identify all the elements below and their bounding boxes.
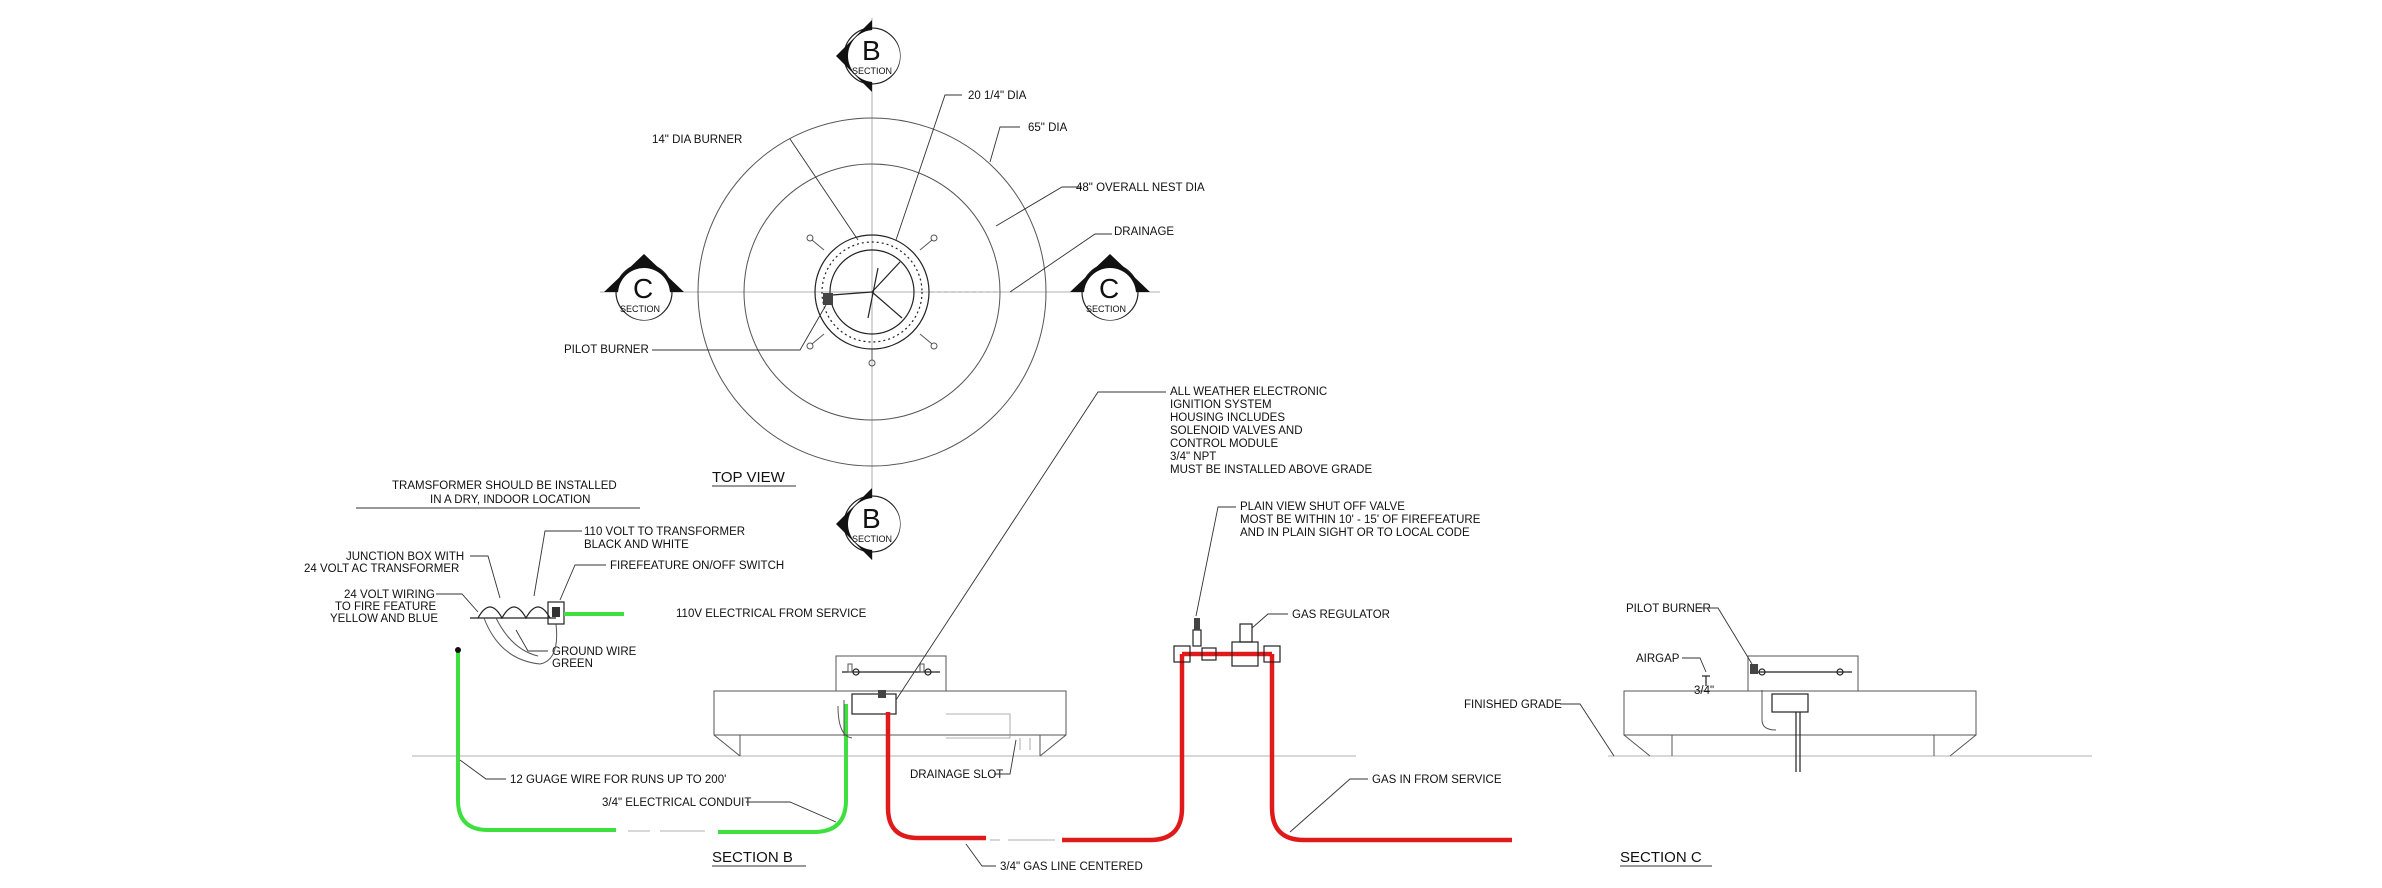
- svg-text:ALL WEATHER ELECTRONIC: ALL WEATHER ELECTRONIC: [1170, 386, 1327, 398]
- svg-text:PLAIN VIEW SHUT OFF VALVE: PLAIN VIEW SHUT OFF VALVE: [1240, 501, 1405, 513]
- section-b-marker-bottom: B SECTION: [836, 488, 901, 560]
- junction-box: [470, 606, 558, 665]
- fire-feature-section-c: [1623, 655, 1977, 772]
- wiring24-line1: 24 VOLT WIRING: [344, 589, 435, 601]
- section-c-title: SECTION C: [1620, 849, 1702, 866]
- airgap-dim: 3/4": [1694, 685, 1714, 697]
- outer-circle: [697, 117, 1047, 467]
- section-b-marker-top: B SECTION: [836, 20, 901, 92]
- pilot-box: [823, 293, 833, 305]
- svg-text:SOLENOID VALVES AND: SOLENOID VALVES AND: [1170, 425, 1303, 437]
- svg-text:SECTION: SECTION: [620, 304, 660, 314]
- svg-text:SECTION: SECTION: [1086, 304, 1126, 314]
- service110-label: 110V ELECTRICAL FROM SERVICE: [676, 608, 867, 620]
- valve-label: PLAIN VIEW SHUT OFF VALVE MOST BE WITHIN…: [1240, 501, 1481, 539]
- regulator-label: GAS REGULATOR: [1292, 609, 1390, 621]
- outer-dia-label: 65" DIA: [1028, 122, 1068, 134]
- burner-pan: [814, 234, 930, 350]
- pan-tabs: [806, 234, 938, 367]
- transformer-note-line1: TRAMSFORMER SHOULD BE INSTALLED: [392, 480, 617, 492]
- electrical-conduit-left: [456, 650, 616, 832]
- top-view-title: TOP VIEW: [712, 469, 786, 486]
- airgap-label: AIRGAP: [1636, 653, 1680, 665]
- drainage-label: DRAINAGE: [1114, 226, 1174, 238]
- svg-text:IGNITION SYSTEM: IGNITION SYSTEM: [1170, 399, 1272, 411]
- section-c-marker-right: C SECTION: [1070, 254, 1150, 321]
- svg-text:C: C: [1099, 273, 1119, 304]
- section-c-marker-left: C SECTION: [604, 254, 684, 321]
- wiring24-line2: TO FIRE FEATURE: [335, 601, 436, 613]
- gas-line-service: [1269, 654, 1512, 843]
- drain-slot-label: DRAINAGE SLOT: [910, 769, 1003, 781]
- wiring24-line3: YELLOW AND BLUE: [330, 613, 438, 625]
- nest-dia-label: 48" OVERALL NEST DIA: [1076, 182, 1205, 194]
- volt110-line2: BLACK AND WHITE: [584, 539, 689, 551]
- shut-off-valve: [1173, 618, 1217, 663]
- section-b-title: SECTION B: [712, 849, 793, 866]
- svg-text:C: C: [633, 273, 653, 304]
- svg-text:CONTROL MODULE: CONTROL MODULE: [1170, 438, 1279, 450]
- switch-label: FIREFEATURE ON/OFF SWITCH: [610, 560, 784, 572]
- top-view: 14" DIA BURNER 20 1/4" DIA 65" DIA 48" O…: [564, 18, 1205, 560]
- svg-text:MOST BE WITHIN 10' - 15' OF FI: MOST BE WITHIN 10' - 15' OF FIREFEATURE: [1240, 514, 1481, 526]
- wire-runs-label: 12 GUAGE WIRE FOR RUNS UP TO 200': [510, 774, 726, 786]
- svg-text:SECTION: SECTION: [852, 534, 892, 544]
- ground-line1: GROUND WIRE: [552, 646, 637, 658]
- gas-line-center: [1062, 654, 1185, 843]
- svg-text:HOUSING INCLUDES: HOUSING INCLUDES: [1170, 412, 1285, 424]
- nest-circle: [743, 163, 1001, 421]
- burner-label: 14" DIA BURNER: [652, 134, 742, 146]
- inner-dia-label: 20 1/4" DIA: [968, 90, 1027, 102]
- grade-label: FINISHED GRADE: [1464, 699, 1562, 711]
- junction-box-line2: 24 VOLT AC TRANSFORMER: [304, 563, 459, 575]
- gas-line-label: 3/4" GAS LINE CENTERED: [1000, 861, 1143, 873]
- pilot-label-top: PILOT BURNER: [564, 344, 649, 356]
- section-b: TRAMSFORMER SHOULD BE INSTALLED IN A DRY…: [304, 386, 1512, 873]
- junction-box-line1: JUNCTION BOX WITH: [346, 551, 464, 563]
- svg-text:MUST BE INSTALLED ABOVE GRADE: MUST BE INSTALLED ABOVE GRADE: [1170, 464, 1372, 476]
- gas-line-ignition: [885, 712, 986, 841]
- ignition-label: ALL WEATHER ELECTRONIC IGNITION SYSTEM H…: [1170, 386, 1372, 476]
- svg-text:B: B: [862, 35, 881, 66]
- svg-text:3/4" NPT: 3/4" NPT: [1170, 451, 1216, 463]
- svg-text:AND IN PLAIN SIGHT OR TO LOCAL: AND IN PLAIN SIGHT OR TO LOCAL CODE: [1240, 527, 1470, 539]
- gas-in-label: GAS IN FROM SERVICE: [1372, 774, 1502, 786]
- ground-line2: GREEN: [552, 658, 593, 670]
- electrical-conduit-right: [718, 704, 848, 834]
- pilot-label-c: PILOT BURNER: [1626, 603, 1711, 615]
- svg-text:B: B: [862, 503, 881, 534]
- section-c: PILOT BURNER AIRGAP 3/4" FINISHED GRADE …: [1464, 603, 2092, 867]
- gas-regulator: [1231, 623, 1281, 667]
- conduit-label: 3/4" ELECTRICAL CONDUIT: [602, 797, 751, 809]
- transformer-note-line2: IN A DRY, INDOOR LOCATION: [430, 494, 590, 506]
- volt110-line1: 110 VOLT TO TRANSFORMER: [584, 526, 745, 538]
- switch-box: [547, 601, 565, 625]
- svg-text:SECTION: SECTION: [852, 66, 892, 76]
